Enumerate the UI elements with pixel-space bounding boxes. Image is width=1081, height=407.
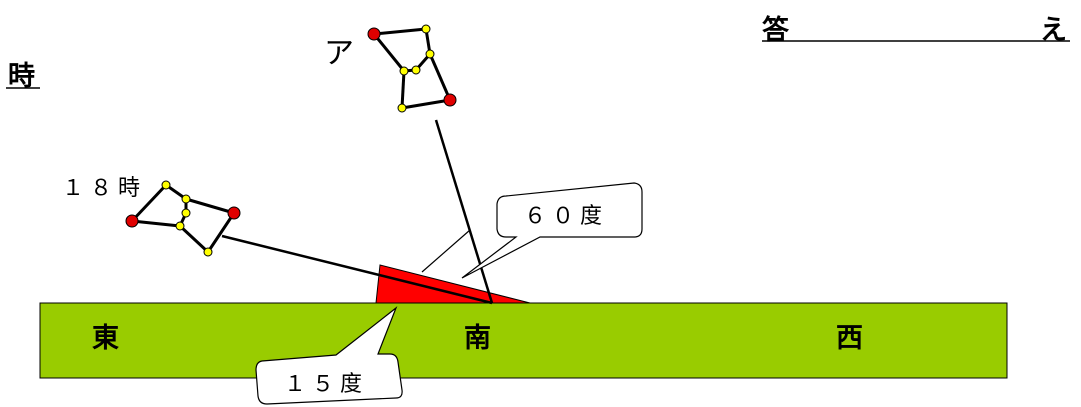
ground-strip [39,302,1008,379]
callout-15-text: １５度 [284,372,369,397]
star-yellow [425,49,435,59]
callout-60-text: ６０度 [524,204,609,229]
star-yellow [175,221,185,231]
star-red [227,206,241,220]
direction-west: 西 [836,323,863,354]
angle-wedge [375,264,531,304]
constellation-upper-label: ア [324,36,354,71]
star-red [443,93,457,107]
time-label: 時 [8,61,35,92]
star-yellow [203,247,213,257]
star-yellow [399,66,409,76]
constellation-upper-stars [367,24,457,113]
direction-east: 東 [92,323,119,354]
star-red [125,214,139,228]
callout-60-bubble [461,182,643,279]
star-yellow [181,208,191,218]
answer-label-left: 答 [762,15,789,46]
star-red [367,27,381,41]
callout-15-bubble [255,306,403,405]
constellation-lower-stars [125,180,241,257]
answer-label-right: え [1040,15,1067,46]
constellation-lower [130,183,236,254]
star-yellow [181,194,191,204]
sight-line-to-lower [221,234,493,305]
star-yellow [411,65,421,75]
constellation-lower-label: １８時 [62,176,147,201]
callout-60-pointer-to-wedge [421,229,471,273]
direction-south: 南 [464,323,491,354]
star-yellow [397,103,407,113]
star-yellow [161,180,171,190]
star-yellow [421,24,431,34]
sight-line-to-upper [434,119,494,304]
